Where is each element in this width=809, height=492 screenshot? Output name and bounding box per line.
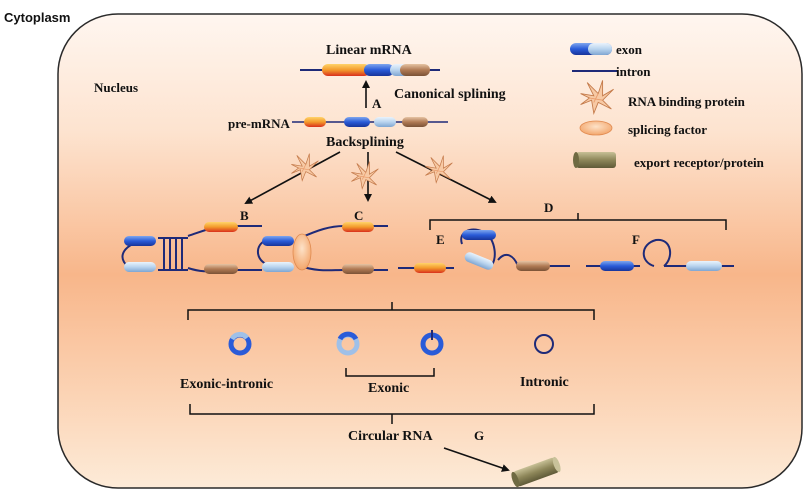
bracket-d [429, 213, 727, 230]
legend-rbp: RNA binding protein [580, 79, 746, 114]
legend-splicing-label: splicing factor [628, 122, 707, 137]
legend-export-label: export receptor/protein [634, 155, 765, 170]
circular-rna-label: Circular RNA [348, 429, 434, 444]
linear-mrna-molecule [300, 64, 440, 76]
exonic-label: Exonic [368, 381, 409, 396]
letter-b: B [240, 208, 249, 223]
legend-export: export receptor/protein [573, 152, 765, 170]
nucleus-label: Nucleus [94, 80, 138, 95]
pre-mrna-molecule [292, 117, 448, 127]
nucleus-body [57, 13, 803, 489]
splicing-factor-icon [579, 120, 613, 136]
mechanism-e [398, 228, 570, 273]
letter-g: G [474, 428, 484, 443]
canonical-splining-label: Canonical splining [394, 87, 506, 102]
letter-c: C [354, 208, 363, 223]
cytoplasm-label: Cytoplasm [4, 10, 70, 25]
letter-d: D [544, 200, 553, 215]
arrow-g [443, 447, 510, 472]
export-receptor-icon [511, 456, 561, 488]
bracket-circular-types [187, 302, 595, 320]
pre-mrna-label: pre-mRNA [228, 116, 290, 131]
exonic-circrna-1 [336, 331, 360, 356]
legend-intron-label: intron [616, 64, 651, 79]
mechanism-c [257, 222, 388, 274]
intronic-label: Intronic [520, 375, 569, 390]
arrow-to-d [395, 151, 497, 203]
splicing-factor-icon [292, 233, 312, 271]
letter-f: F [632, 232, 640, 247]
letter-a: A [372, 96, 382, 111]
letter-e: E [436, 232, 445, 247]
exonic-intronic-circrna [228, 331, 252, 356]
bracket-circular-rna [189, 404, 595, 424]
bracket-exonic [345, 368, 435, 377]
linear-mrna-label: Linear mRNA [326, 43, 413, 58]
arrow-to-b [244, 151, 341, 204]
mechanism-b [121, 222, 262, 274]
legend-intron: intron [572, 64, 651, 79]
exonic-circrna-2 [420, 330, 444, 356]
legend: exon intron RNA binding protein splicing… [570, 42, 765, 170]
legend-rbp-label: RNA binding protein [628, 94, 746, 109]
legend-splicing: splicing factor [579, 120, 707, 137]
intronic-circrna [534, 334, 554, 354]
mechanism-f [586, 238, 734, 271]
exonic-intronic-label: Exonic-intronic [180, 377, 273, 392]
backsplining-label: Backsplining [326, 135, 404, 150]
legend-exon: exon [570, 42, 643, 57]
legend-exon-label: exon [616, 42, 643, 57]
